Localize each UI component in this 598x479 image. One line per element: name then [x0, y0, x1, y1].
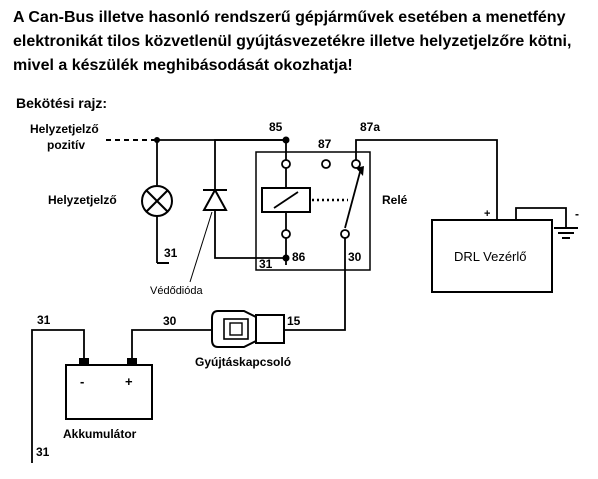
lamp-icon	[141, 185, 173, 217]
battery-plus-label: +	[125, 374, 133, 389]
battery-icon	[65, 358, 153, 420]
relay-coil-icon	[261, 187, 311, 213]
terminal-86-label: 86	[292, 250, 306, 264]
terminal-31-left-label: 31	[37, 313, 51, 327]
terminal-85-label: 85	[269, 120, 283, 134]
drl-controller-box	[431, 219, 553, 293]
terminal-87a-label: 87a	[360, 120, 380, 134]
terminal-30-relay-label: 30	[348, 250, 362, 264]
drl-controller-label: DRL Vezérlő	[454, 249, 527, 264]
terminal-31-lamp-label: 31	[164, 246, 178, 260]
relay-box	[255, 151, 371, 271]
wiring-diagram-title: Bekötési rajz:	[16, 95, 108, 111]
wire-30-to-battery	[131, 329, 212, 360]
position-light-label: Helyzetjelző	[48, 193, 117, 207]
diode-pointer-line	[189, 211, 213, 283]
terminal-30-wire-label: 30	[163, 314, 177, 328]
switch-arrow-icon	[356, 166, 364, 176]
battery-label: Akkumulátor	[63, 427, 137, 441]
position-positive-label-line2: pozitív	[47, 138, 85, 152]
relay-label: Relé	[382, 193, 408, 207]
terminal-15-label: 15	[287, 314, 301, 328]
terminal-31-bottom-label: 31	[36, 445, 50, 459]
ground-symbol-icon	[554, 227, 578, 239]
protection-diode-label: Védődióda	[150, 285, 203, 297]
terminal-31-relay-label: 31	[259, 257, 273, 271]
terminal-30	[340, 229, 350, 239]
wire-30-to-switch	[284, 238, 346, 331]
drl-ground-wire	[515, 207, 567, 228]
terminal-87	[321, 159, 331, 169]
protection-diode-icon	[202, 187, 228, 211]
relay-switch-arm	[344, 171, 361, 229]
wire-87a-to-drl	[355, 139, 498, 220]
wire-31-to-battery	[31, 329, 85, 463]
position-positive-label-line1: Helyzetjelző	[30, 122, 99, 136]
diode-wire-bottom	[214, 210, 286, 259]
drl-minus-label: -	[575, 207, 579, 221]
terminal-87a	[351, 159, 361, 169]
terminal-87-label: 87	[318, 137, 332, 151]
drl-plus-label: +	[484, 208, 490, 220]
diode-wire-top	[214, 139, 286, 178]
terminal-86	[281, 229, 291, 239]
battery-minus-label: -	[80, 374, 84, 389]
terminal-85	[281, 159, 291, 169]
ignition-switch-icon	[211, 310, 285, 348]
warning-text: A Can-Bus illetve hasonló rendszerű gépj…	[13, 9, 572, 74]
ignition-switch-label: Gyújtáskapcsoló	[195, 355, 291, 369]
